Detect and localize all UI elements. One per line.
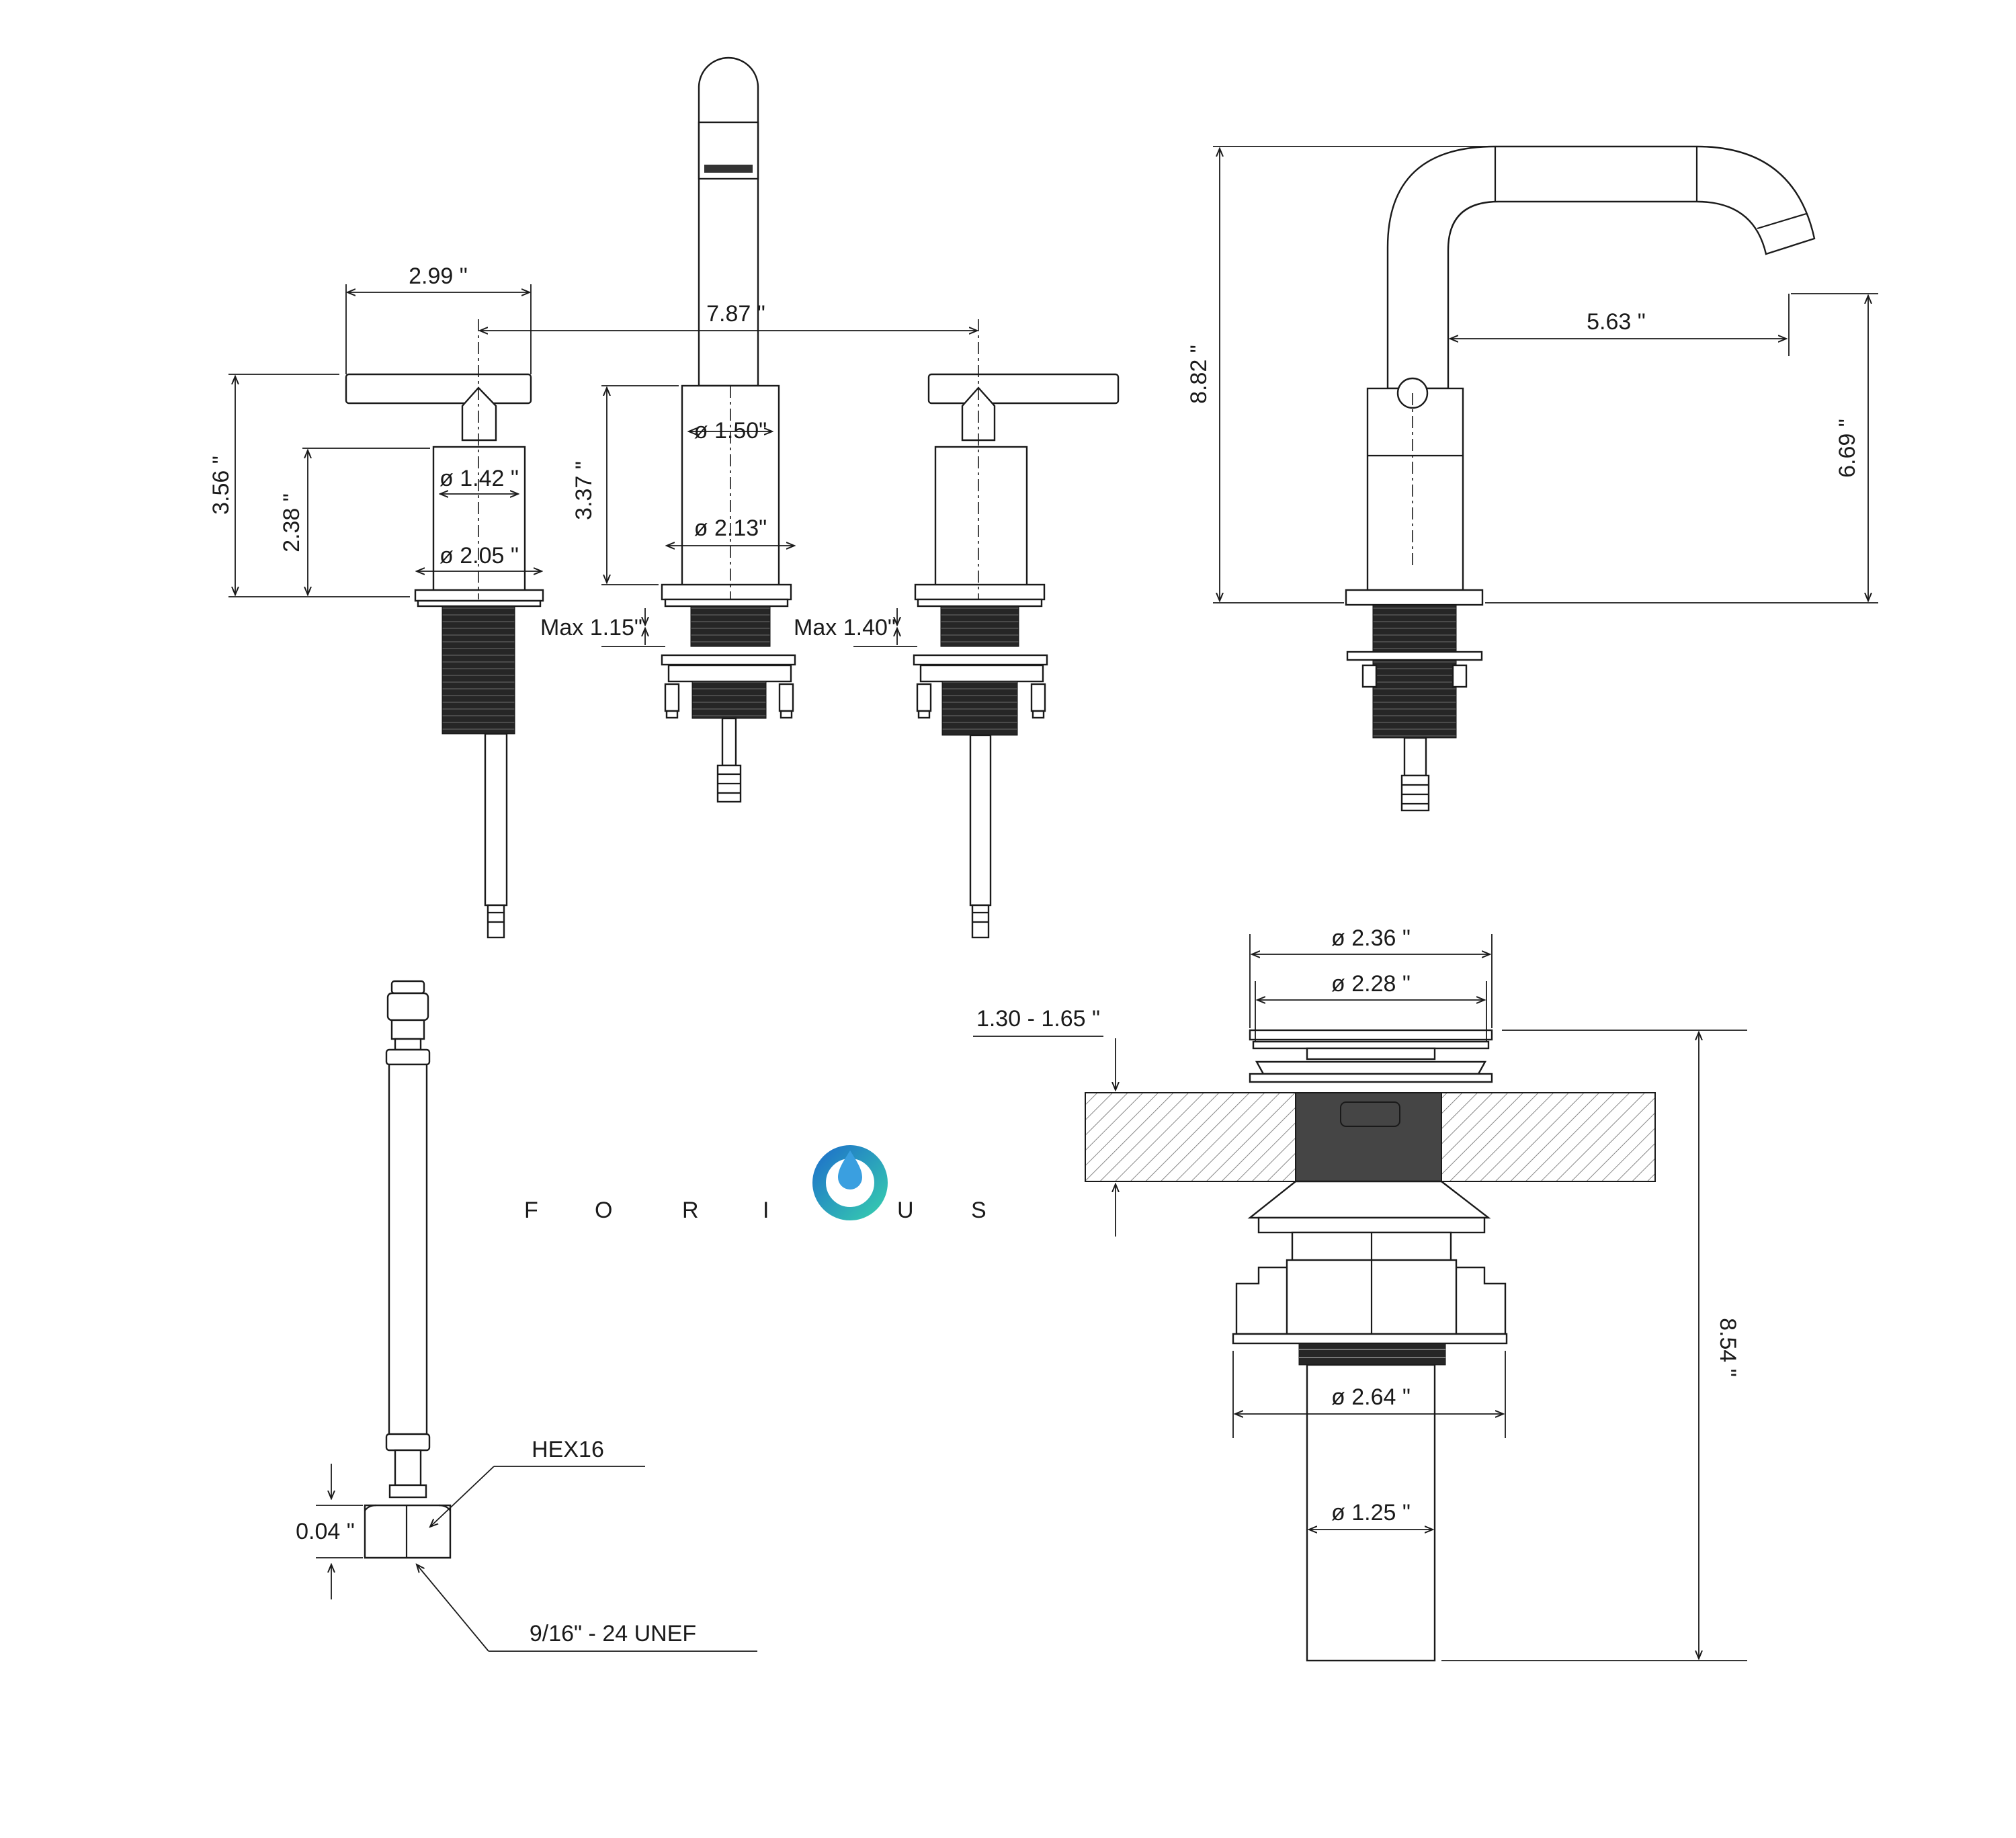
dim-handle-diameter: ø 1.42 "	[439, 466, 519, 491]
dim-deck-thickness: 1.30 - 1.65 "	[976, 1006, 1100, 1032]
hose-dimension-lines	[316, 1464, 757, 1652]
dim-handle-height: 3.56 "	[208, 456, 234, 515]
logo-letter-r: R	[682, 1198, 700, 1223]
dim-center-spread: 7.87 "	[706, 301, 765, 327]
dim-spout-diameter: ø 1.50"	[694, 418, 767, 444]
dim-outlet-height: 6.69 "	[1835, 419, 1860, 478]
logo-letter-o: O	[595, 1198, 614, 1223]
front-view: 2.99 " 7.87 " 3.56 " 2.38 " ø 1.42 " ø 2…	[208, 56, 1120, 939]
drain-dimension-lines	[973, 934, 1747, 1661]
logo-letter-u: U	[897, 1198, 915, 1223]
dim-handle-base-diameter: ø 2.05 "	[439, 543, 519, 569]
dim-tail-diameter: ø 1.25 "	[1331, 1500, 1411, 1526]
dim-escutcheon-height: 2.38 "	[279, 493, 304, 552]
right-handle	[913, 319, 1120, 939]
dim-spout-base-diameter: ø 2.13"	[694, 515, 767, 541]
side-dimension-lines	[1213, 146, 1878, 603]
left-handle	[345, 319, 544, 939]
hose-view: HEX16 0.04 " 9/16" - 24 UNEF	[296, 980, 757, 1652]
brand-logo: F O R I U S	[524, 1145, 988, 1223]
dim-cap-outer-diameter: ø 2.36 "	[1331, 925, 1411, 951]
dim-cap-inner-diameter: ø 2.28 "	[1331, 971, 1411, 997]
dim-nut-height: 0.04 "	[296, 1519, 355, 1544]
logo-letter-i: I	[763, 1198, 770, 1223]
drain-view: ø 2.36 " ø 2.28 " 1.30 - 1.65 " ø 2.64 "…	[973, 925, 1747, 1662]
logo-water-drop-icon	[838, 1151, 862, 1189]
logo-letter-s: S	[971, 1198, 988, 1223]
dim-spout-height: 3.37 "	[571, 461, 597, 520]
spout	[661, 56, 796, 803]
dim-nut-label: HEX16	[532, 1437, 604, 1462]
dim-spout-reach: 5.63 "	[1587, 309, 1646, 335]
front-dimension-lines	[228, 284, 977, 647]
dim-body-diameter: ø 2.64 "	[1331, 1384, 1411, 1410]
dim-handle-width: 2.99 "	[409, 263, 468, 289]
dim-total-length: 8.54 "	[1715, 1318, 1740, 1377]
side-view: 8.82 " 5.63 " 6.69 "	[1186, 145, 1878, 812]
dim-total-height: 8.82 "	[1186, 345, 1212, 404]
dim-handle-max-deck: Max 1.40"	[794, 615, 896, 640]
logo-letter-f: F	[524, 1198, 540, 1223]
dim-spout-max-deck: Max 1.15"	[540, 615, 642, 640]
dim-thread-spec: 9/16" - 24 UNEF	[530, 1621, 696, 1646]
